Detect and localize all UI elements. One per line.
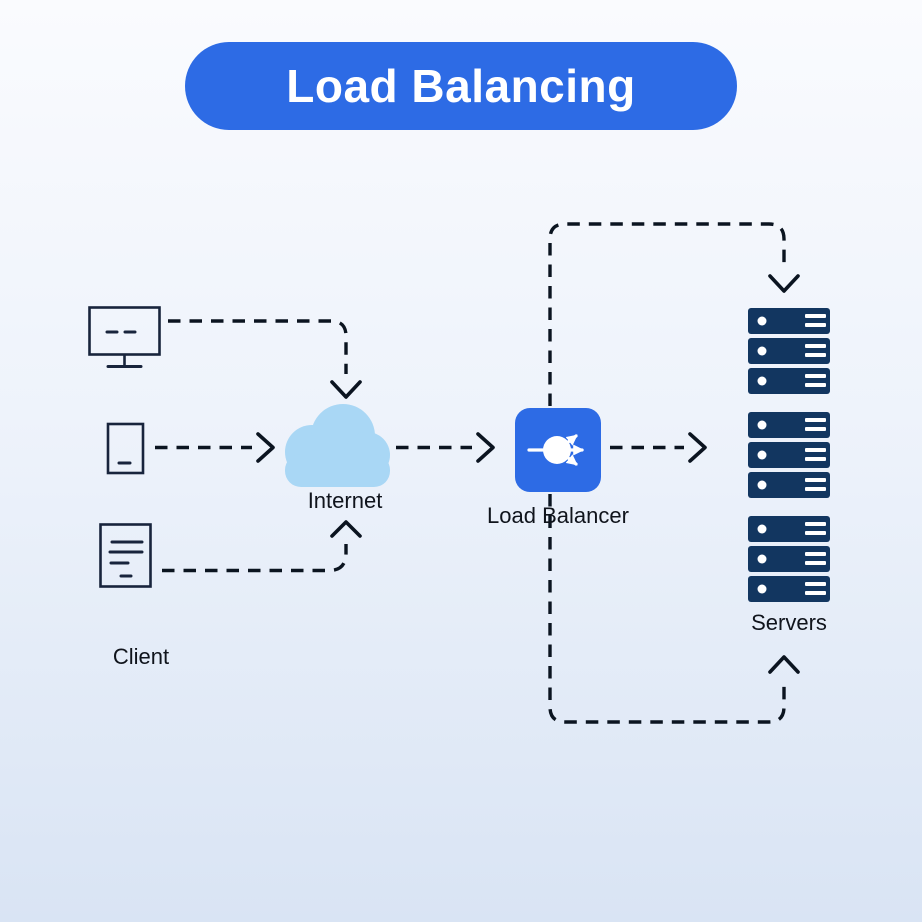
connector-document-internet (162, 520, 362, 573)
server-unit (748, 516, 830, 542)
server-unit (748, 576, 830, 602)
connector-phone-internet (155, 432, 275, 463)
connector-loadbalancer-servers-top (548, 222, 800, 406)
document-icon (99, 523, 152, 588)
load-balancer-icon (515, 408, 601, 492)
connector-monitor-internet (168, 319, 362, 399)
server-unit (748, 442, 830, 468)
server-unit (748, 368, 830, 394)
server-unit (748, 308, 830, 334)
server-unit (748, 412, 830, 438)
server-stack-top (748, 308, 830, 394)
server-stack-middle (748, 412, 830, 498)
server-unit (748, 338, 830, 364)
load-balancer-label: Load Balancer (487, 503, 629, 528)
internet-label: Internet (307, 488, 383, 513)
internet-cloud-icon (285, 404, 390, 487)
mobile-phone-icon (106, 422, 145, 475)
connector-loadbalancer-servers-middle (610, 432, 707, 463)
client-label: Client (112, 644, 170, 669)
title-banner: Load Balancing (185, 42, 737, 130)
server-unit (748, 546, 830, 572)
server-unit (748, 472, 830, 498)
connector-loadbalancer-servers-bottom (548, 494, 800, 724)
servers-label: Servers (751, 610, 827, 635)
page-title: Load Balancing (286, 60, 636, 112)
desktop-monitor-icon (88, 306, 161, 368)
connector-internet-loadbalancer (396, 432, 495, 463)
server-stack-bottom (748, 516, 830, 602)
